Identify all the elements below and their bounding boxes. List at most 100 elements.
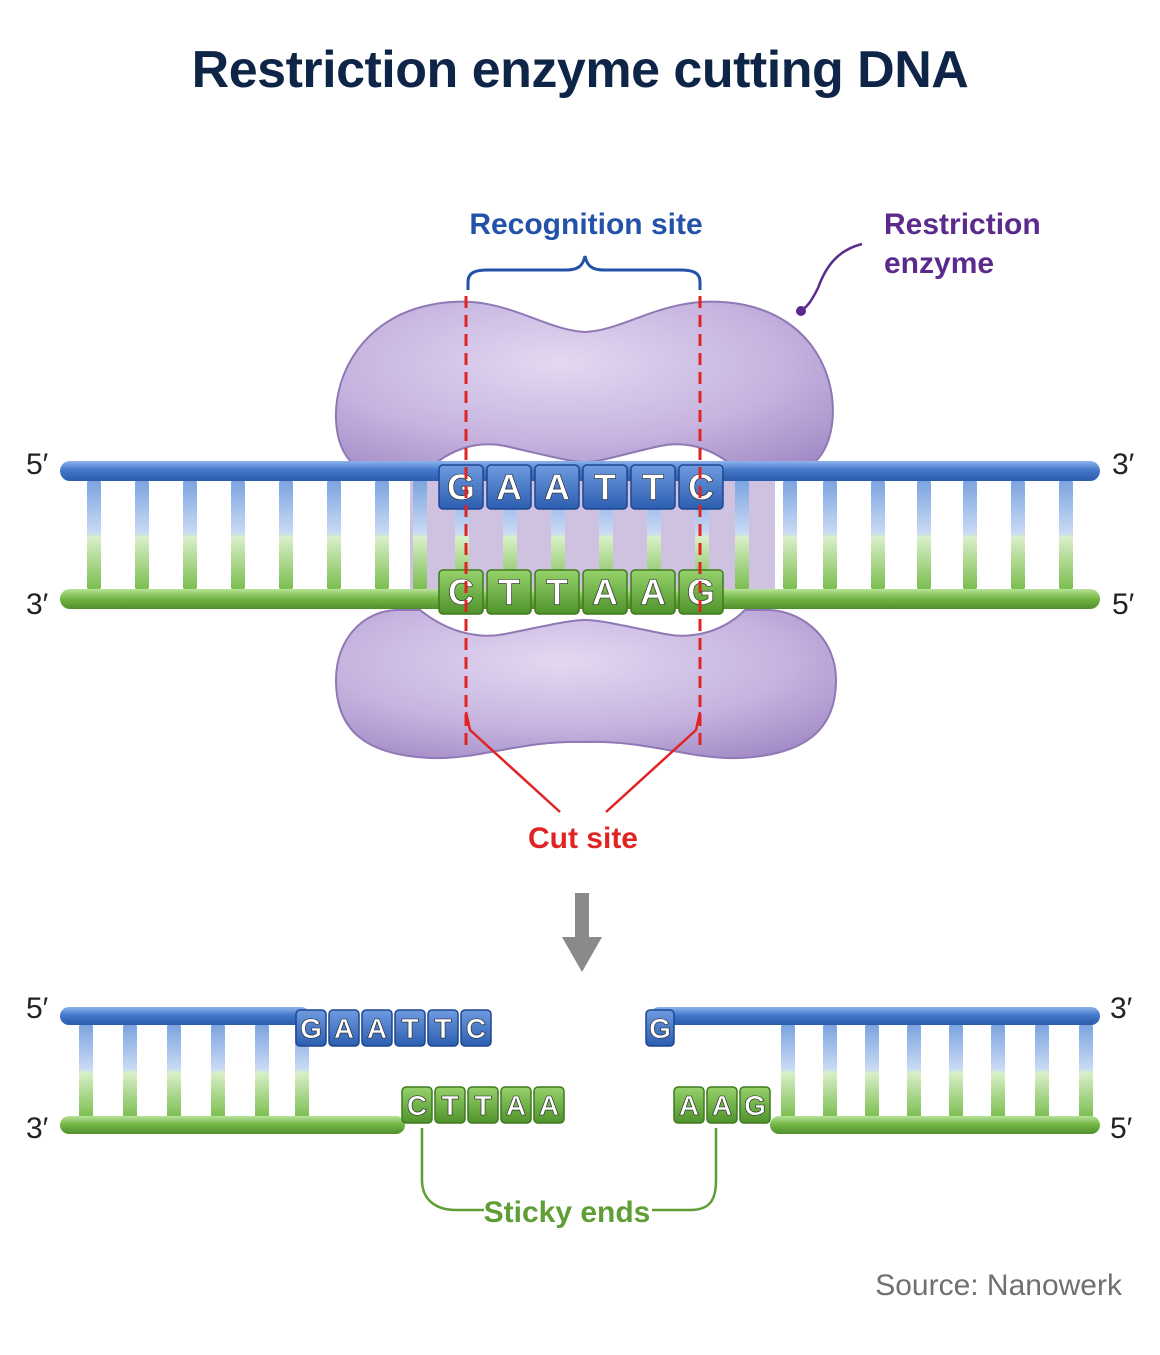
left-fragment-bottom-letter: T <box>441 1090 458 1121</box>
base-pair-rung <box>295 1024 309 1118</box>
base-pair-rung <box>917 480 931 590</box>
base-pair-rung <box>375 480 389 590</box>
sequence-bottom-letter: A <box>640 571 666 612</box>
left-fragment-bottom-box <box>401 1086 433 1124</box>
sequence-bottom-letter: T <box>498 571 520 612</box>
base-pair-rung <box>783 480 797 590</box>
base-pair-rung <box>865 1024 879 1118</box>
right-fragment-top-sequence: G <box>645 1009 675 1047</box>
sequence-bottom-box <box>582 569 628 615</box>
left-fragment-top-letter: T <box>401 1013 418 1044</box>
left-fragment-top-box <box>427 1009 459 1047</box>
left-fragment-top-box <box>394 1009 426 1047</box>
enzyme-pointer-line <box>801 242 863 312</box>
right-fragment-bottom-box <box>739 1086 771 1124</box>
base-pair-rung <box>413 480 427 590</box>
sticky-ends-pointer <box>420 1128 718 1212</box>
sequence-top-box <box>630 464 676 510</box>
sequence-top-letter: T <box>594 466 616 507</box>
left-fragment-bottom-box <box>533 1086 565 1124</box>
base-pair-rung <box>871 480 885 590</box>
base-pair-rung <box>907 1024 921 1118</box>
left-fragment-top-box <box>361 1009 393 1047</box>
left-fragment-top-box <box>460 1009 492 1047</box>
right-fragment-bottom-letter: A <box>679 1090 699 1121</box>
base-pair-rung <box>781 1024 795 1118</box>
right-fragment-bottom-box <box>673 1086 705 1124</box>
base-pair-rung <box>231 480 245 590</box>
base-pair-rung <box>949 1024 963 1118</box>
down-arrow-icon <box>562 893 602 972</box>
base-pair-rung <box>255 1024 269 1118</box>
sequence-top-box <box>582 464 628 510</box>
cut-bottom-right-end-label: 5′ <box>1110 1112 1133 1145</box>
base-pair-rung <box>135 480 149 590</box>
cut-site-label: Cut site <box>528 822 638 855</box>
right-fragment-top-letter: G <box>649 1013 671 1044</box>
cut-site-pointer <box>464 711 702 813</box>
sequence-top-letter: A <box>496 466 522 507</box>
right-fragment-top-backbone <box>650 1007 1100 1025</box>
bottom-strand-backbone <box>60 589 1100 609</box>
base-pair-rung <box>1011 480 1025 590</box>
left-fragment-bottom-box <box>500 1086 532 1124</box>
left-fragment-bottom-box <box>434 1086 466 1124</box>
base-pair-rung <box>167 1024 181 1118</box>
left-fragment-top-letter: T <box>434 1013 451 1044</box>
right-fragment-bottom-letter: A <box>712 1090 732 1121</box>
base-pair-rung <box>1079 1024 1093 1118</box>
base-pair-rung <box>87 480 101 590</box>
enzyme-pointer-dot <box>796 306 806 316</box>
sequence-bottom-letter: C <box>448 571 474 612</box>
enzyme-lower-lobe <box>334 609 838 760</box>
base-pair-rung <box>211 1024 225 1118</box>
restriction-enzyme-label-line2: enzyme <box>884 247 994 280</box>
cut-top-right-end-label: 3′ <box>1110 992 1133 1025</box>
cut-top-left-end-label: 5′ <box>26 992 49 1025</box>
recognition-site-label: Recognition site <box>469 208 702 241</box>
top-strand-backbone <box>60 461 1100 481</box>
restriction-enzyme <box>334 300 838 760</box>
base-pair-rung <box>823 1024 837 1118</box>
base-pair-rung <box>279 480 293 590</box>
sequence-bottom-box <box>438 569 484 615</box>
sticky-ends-label: Sticky ends <box>484 1196 651 1229</box>
base-pair-rung <box>991 1024 1005 1118</box>
left-fragment-bottom-letter: A <box>539 1090 559 1121</box>
recognition-bracket <box>466 255 702 290</box>
sequence-top-letter: A <box>544 466 570 507</box>
base-pair-rung <box>963 480 977 590</box>
left-fragment-top-letter: A <box>334 1013 354 1044</box>
sequence-top-box <box>486 464 532 510</box>
base-pair-rung <box>123 1024 137 1118</box>
restriction-enzyme-label-line1: Restriction <box>884 208 1041 241</box>
bottom-right-end-label: 5′ <box>1112 588 1135 621</box>
top-left-end-label: 5′ <box>26 448 49 481</box>
cut-bottom-left-end-label: 3′ <box>26 1112 49 1145</box>
left-fragment-top-backbone <box>60 1007 310 1025</box>
right-fragment-bottom-letter: G <box>744 1090 766 1121</box>
right-fragment-top-box <box>645 1009 675 1047</box>
sequence-bottom-box <box>534 569 580 615</box>
source-credit: Source: Nanowerk <box>875 1269 1122 1302</box>
cut-fragment-rungs <box>79 1024 1093 1118</box>
sequence-bottom-box <box>486 569 532 615</box>
base-pair-rung <box>79 1024 93 1118</box>
left-fragment-top-letter: G <box>300 1013 322 1044</box>
base-pair-rung <box>1059 480 1073 590</box>
left-fragment-top-box <box>295 1009 327 1047</box>
sequence-bottom-letter: A <box>592 571 618 612</box>
sequence-bottom-letter: T <box>546 571 568 612</box>
sequence-top-box <box>534 464 580 510</box>
base-pair-rung <box>823 480 837 590</box>
sequence-top-letter: T <box>642 466 664 507</box>
base-pair-rung <box>1035 1024 1049 1118</box>
page-title: Restriction enzyme cutting DNA <box>191 41 969 99</box>
sequence-bottom-box <box>630 569 676 615</box>
left-fragment-bottom-letter: T <box>474 1090 491 1121</box>
